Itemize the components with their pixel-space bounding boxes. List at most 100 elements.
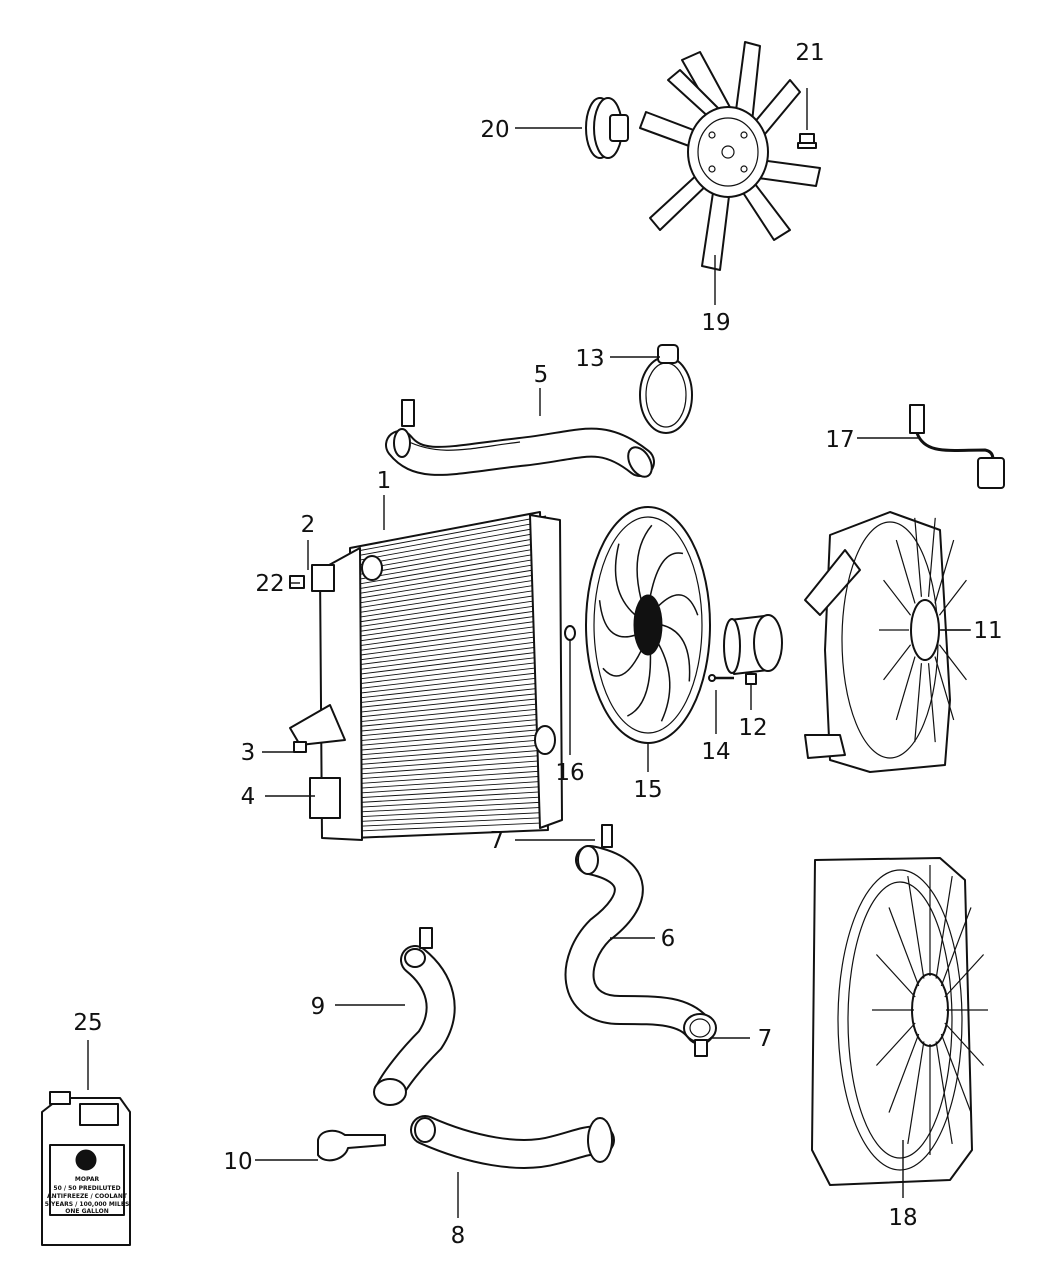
line-detail [351,619,547,648]
hose-8 [410,1115,615,1169]
line-detail [351,671,547,695]
line-detail [944,1022,985,1066]
jug-line2: ANTIFREEZE / COOLANT [47,1193,128,1200]
fan-nut [585,97,629,159]
line-detail [914,663,923,743]
line-detail [351,655,547,681]
line-detail [351,520,547,558]
line-detail [351,525,547,562]
callout-14: 14 [701,739,730,765]
line-detail [351,791,547,804]
line-detail [351,801,547,813]
callout-22: 22 [255,571,284,597]
line-detail [351,640,547,667]
callout-6: 6 [661,926,676,952]
line-detail [907,875,925,979]
line-detail [883,644,912,681]
fan-shroud-11 [804,511,971,773]
line-detail [351,718,547,738]
shroud-ribs [872,865,988,1155]
line-detail [351,635,547,662]
line-detail [351,546,547,581]
line-detail [351,796,547,809]
callout-9: 9 [311,994,326,1020]
hose-9 [373,927,456,1106]
fan-wiring-harness [909,404,1005,489]
line-detail [935,1041,953,1145]
fan-clutch-assembly [639,41,821,271]
hose-clamp-13 [639,344,693,434]
line-detail [351,645,547,671]
line-detail [351,562,547,596]
line-detail [935,875,953,979]
callout-21: 21 [795,40,824,66]
bracket [317,1129,386,1162]
line-detail [351,577,547,610]
fan-blade [636,524,653,600]
jug-line3: 5 YEARS / 100,000 MILES [45,1201,130,1208]
line-detail [351,702,547,723]
line-detail [351,733,547,752]
line-detail [351,572,547,605]
callout-5: 5 [534,362,549,388]
fan-blade [627,654,652,717]
line-detail [351,583,547,614]
callout-1: 1 [377,468,392,494]
radiator [289,511,563,841]
line-detail [944,954,985,998]
line-detail [351,713,547,733]
callout-17: 17 [825,427,854,453]
callout-12: 12 [738,715,767,741]
callout-10: 10 [223,1149,252,1175]
fan-blade [602,650,642,677]
line-detail [351,780,547,794]
line-detail [351,515,547,553]
line-detail [940,907,972,987]
fan-blade [661,624,691,682]
callout-7-lower: 7 [758,1026,773,1052]
line-detail [875,1022,916,1066]
callout-2: 2 [301,512,316,538]
line-detail [888,907,920,987]
line-detail [907,1041,925,1145]
callout-13: 13 [575,346,604,372]
lower-radiator-hose [564,824,717,1057]
line-detail [351,588,547,619]
callout-8: 8 [451,1223,466,1249]
line-detail [351,723,547,742]
fan-blade [658,594,699,616]
line-detail [351,629,547,657]
line-detail [351,661,547,685]
line-detail [351,759,547,775]
callout-7-upper: 7 [490,828,505,854]
line-detail [351,567,547,600]
line-detail [934,539,955,604]
line-detail [938,579,967,616]
line-detail [351,614,547,643]
line-detail [351,739,547,756]
line-detail [351,785,547,799]
line-detail [351,697,547,719]
line-detail [895,656,916,721]
line-detail [351,650,547,676]
line-detail [940,1033,972,1113]
line-detail [351,593,547,624]
line-detail [351,817,547,827]
line-detail [351,744,547,761]
radiator-fins [351,515,547,832]
line-detail [351,749,547,766]
coolant-jug: MOPAR 50 / 50 PREDILUTED ANTIFREEZE / CO… [41,1091,131,1246]
line-detail [351,666,547,690]
screw [708,674,734,682]
electric-fan-blade [585,506,711,744]
line-detail [934,656,955,721]
line-detail [351,806,547,818]
shroud-ribs [879,517,971,743]
callout-labels: 1 2 3 4 5 6 7 7 8 9 10 11 12 13 14 15 16… [73,40,1002,1249]
callout-18: 18 [888,1205,917,1231]
line-detail [351,754,547,771]
line-detail [895,539,916,604]
line-detail [351,728,547,747]
line-detail [888,1033,920,1113]
